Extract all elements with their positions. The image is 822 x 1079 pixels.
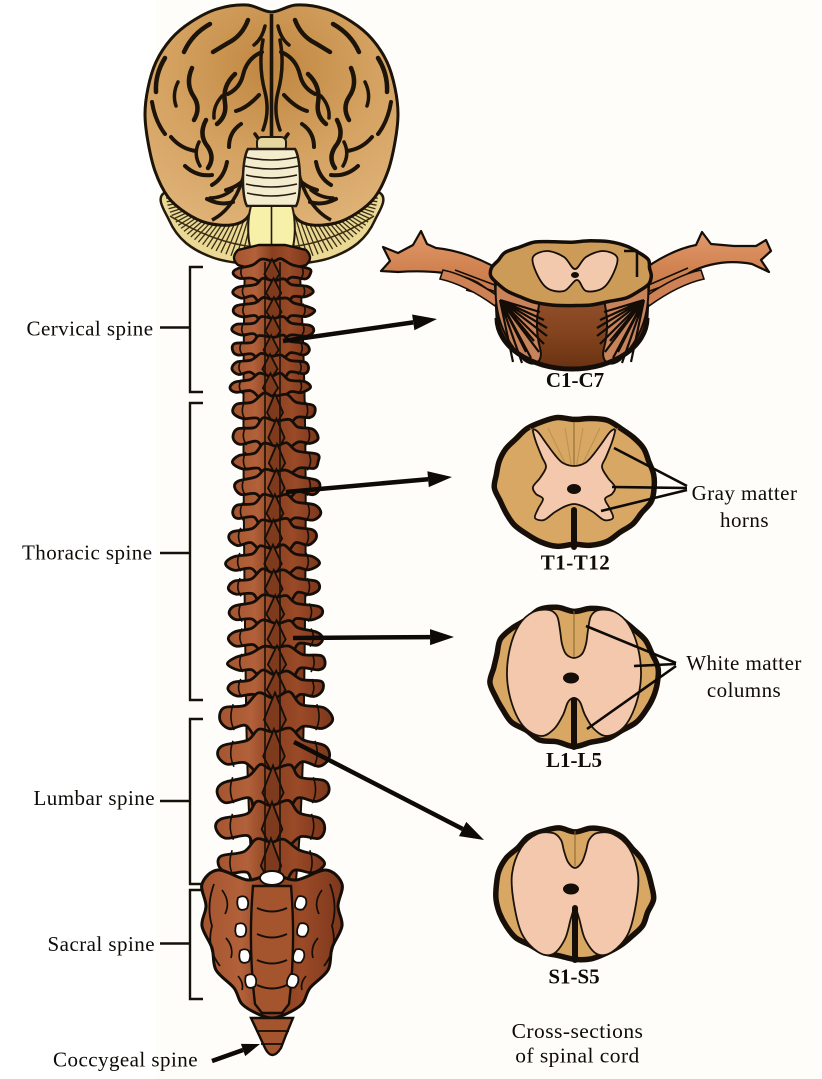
svg-text:horns: horns <box>720 508 769 532</box>
svg-text:columns: columns <box>707 678 781 702</box>
svg-text:Thoracic spine: Thoracic spine <box>22 541 153 565</box>
svg-text:T1-T12: T1-T12 <box>541 551 611 575</box>
svg-text:of spinal cord: of spinal cord <box>515 1044 640 1068</box>
svg-text:White matter: White matter <box>686 651 802 675</box>
svg-text:Cervical spine: Cervical spine <box>26 317 153 341</box>
svg-text:Sacral spine: Sacral spine <box>48 932 155 956</box>
svg-text:Lumbar spine: Lumbar spine <box>34 786 155 810</box>
svg-text:Coccygeal spine: Coccygeal spine <box>53 1048 198 1072</box>
svg-text:C1-C7: C1-C7 <box>546 368 604 392</box>
svg-text:L1-L5: L1-L5 <box>546 748 602 772</box>
svg-text:Gray matter: Gray matter <box>692 481 798 505</box>
svg-text:S1-S5: S1-S5 <box>548 965 599 989</box>
svg-text:Cross-sections: Cross-sections <box>512 1019 644 1043</box>
